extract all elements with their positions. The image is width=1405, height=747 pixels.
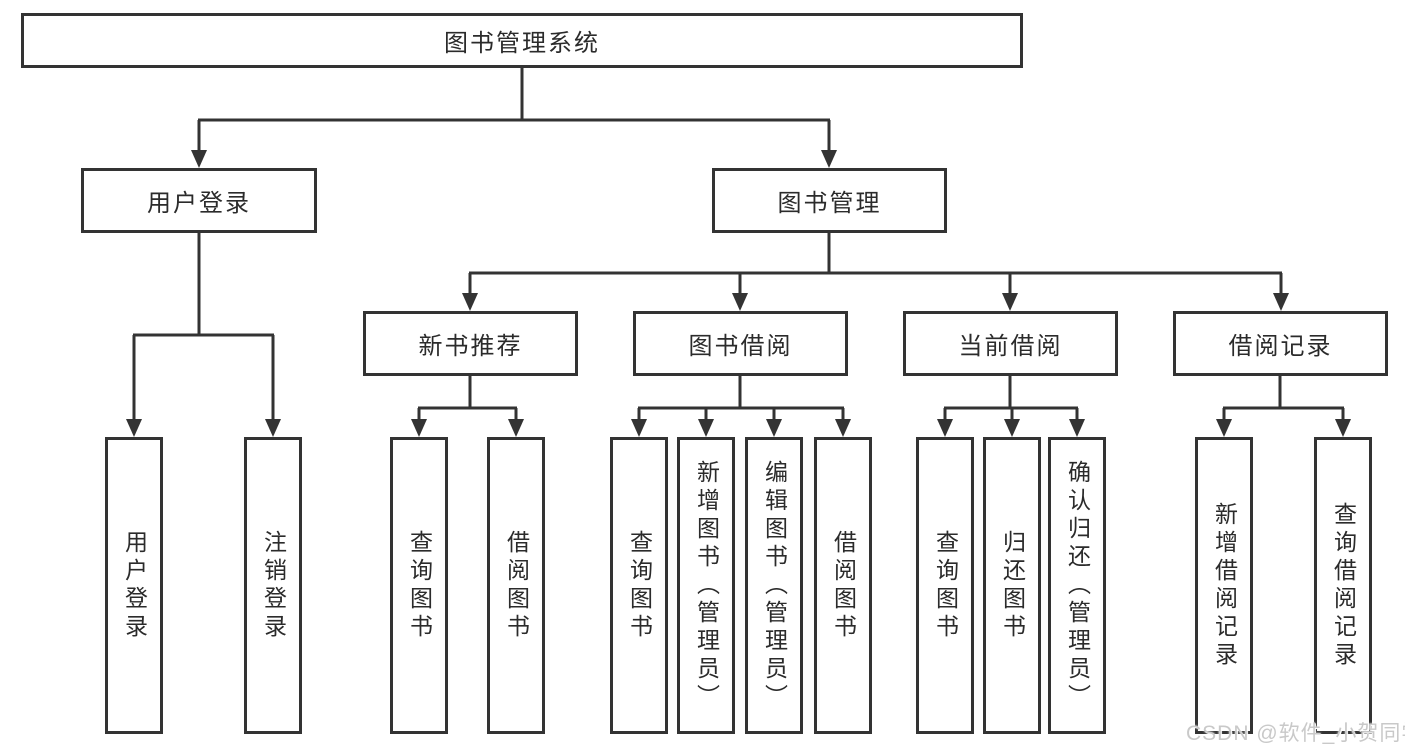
leaf-label: 新增图书（管理员）: [693, 459, 720, 712]
leaf-add-borrow-record: 新增借阅记录: [1195, 437, 1253, 734]
leaf-label: 借阅图书: [503, 529, 530, 642]
node-label: 新书推荐: [418, 333, 523, 360]
leaf-edit-books-admin: 编辑图书（管理员）: [745, 437, 803, 734]
leaf-label: 查询借阅记录: [1330, 501, 1357, 670]
node-label: 当前借阅: [958, 333, 1063, 360]
leaf-confirm-return-admin: 确认归还（管理员）: [1048, 437, 1106, 734]
leaf-add-books-admin: 新增图书（管理员）: [677, 437, 735, 734]
node-label: 图书管理: [777, 190, 882, 217]
node-book-management: 图书管理: [712, 168, 947, 233]
leaf-user-login: 用户登录: [105, 437, 163, 734]
leaf-label: 查询图书: [406, 529, 433, 642]
leaf-borrow-books-recommend: 借阅图书: [487, 437, 545, 734]
leaf-borrow-books: 借阅图书: [814, 437, 872, 734]
node-new-book-recommend: 新书推荐: [363, 311, 578, 376]
leaf-label: 编辑图书（管理员）: [761, 459, 788, 712]
csdn-watermark: CSDN @软件_小贺同学: [1186, 722, 1405, 745]
leaf-label: 用户登录: [121, 529, 148, 642]
leaf-label: 归还图书: [999, 529, 1026, 642]
node-current-borrow: 当前借阅: [903, 311, 1118, 376]
node-label: 用户登录: [147, 190, 251, 217]
leaf-label: 查询图书: [626, 529, 653, 642]
node-library-management-system: 图书管理系统: [21, 13, 1023, 68]
leaf-label: 注销登录: [260, 529, 287, 642]
leaf-logout: 注销登录: [244, 437, 302, 734]
leaf-query-books-current: 查询图书: [916, 437, 974, 734]
leaf-return-books: 归还图书: [983, 437, 1041, 734]
node-label: 图书管理系统: [444, 30, 600, 57]
leaf-query-books-borrow: 查询图书: [610, 437, 668, 734]
leaf-query-borrow-record: 查询借阅记录: [1314, 437, 1372, 734]
node-label: 借阅记录: [1228, 333, 1333, 360]
leaf-label: 确认归还（管理员）: [1064, 459, 1091, 712]
leaf-label: 新增借阅记录: [1211, 501, 1238, 670]
node-borrow-record: 借阅记录: [1173, 311, 1388, 376]
leaf-query-books-recommend: 查询图书: [390, 437, 448, 734]
node-user-login: 用户登录: [81, 168, 317, 233]
leaf-label: 查询图书: [932, 529, 959, 642]
node-book-borrow: 图书借阅: [633, 311, 848, 376]
node-label: 图书借阅: [688, 333, 793, 360]
leaf-label: 借阅图书: [830, 529, 857, 642]
